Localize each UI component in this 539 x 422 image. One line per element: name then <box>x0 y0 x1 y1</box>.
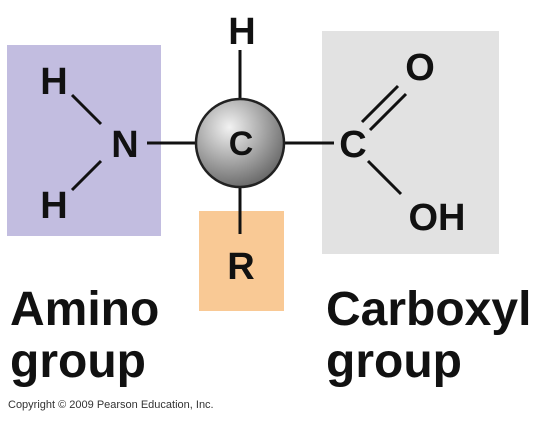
copyright-notice: Copyright © 2009 Pearson Education, Inc. <box>8 399 214 411</box>
amino-label-line2: group <box>10 335 146 388</box>
amino-h-top: H <box>40 61 67 103</box>
amino-label-line1: Amino <box>10 283 160 336</box>
amino-group-label: Amino group <box>10 284 159 388</box>
bond-n-h-top <box>70 93 103 126</box>
bond-c-o-double-1 <box>360 84 400 124</box>
carboxyl-label-line1: Carboxyl <box>326 283 532 336</box>
carboxyl-o: O <box>405 47 435 89</box>
bond-n-h-bottom <box>70 159 103 192</box>
bond-c-oh <box>366 159 403 196</box>
side-chain-r: R <box>227 246 254 288</box>
carboxyl-group-box <box>322 31 499 254</box>
amino-n: N <box>111 124 138 166</box>
carboxyl-label-line2: group <box>326 335 462 388</box>
central-carbon-sphere <box>194 97 286 189</box>
central-carbon-label: C <box>229 125 254 163</box>
carboxyl-c: C <box>339 124 366 166</box>
amino-h-bottom: H <box>40 185 67 227</box>
top-h: H <box>228 11 255 53</box>
amino-group-box <box>7 45 161 236</box>
bond-c-o-double-2 <box>368 92 408 132</box>
carboxyl-oh: OH <box>409 197 466 239</box>
carboxyl-group-label: Carboxyl group <box>326 284 531 388</box>
